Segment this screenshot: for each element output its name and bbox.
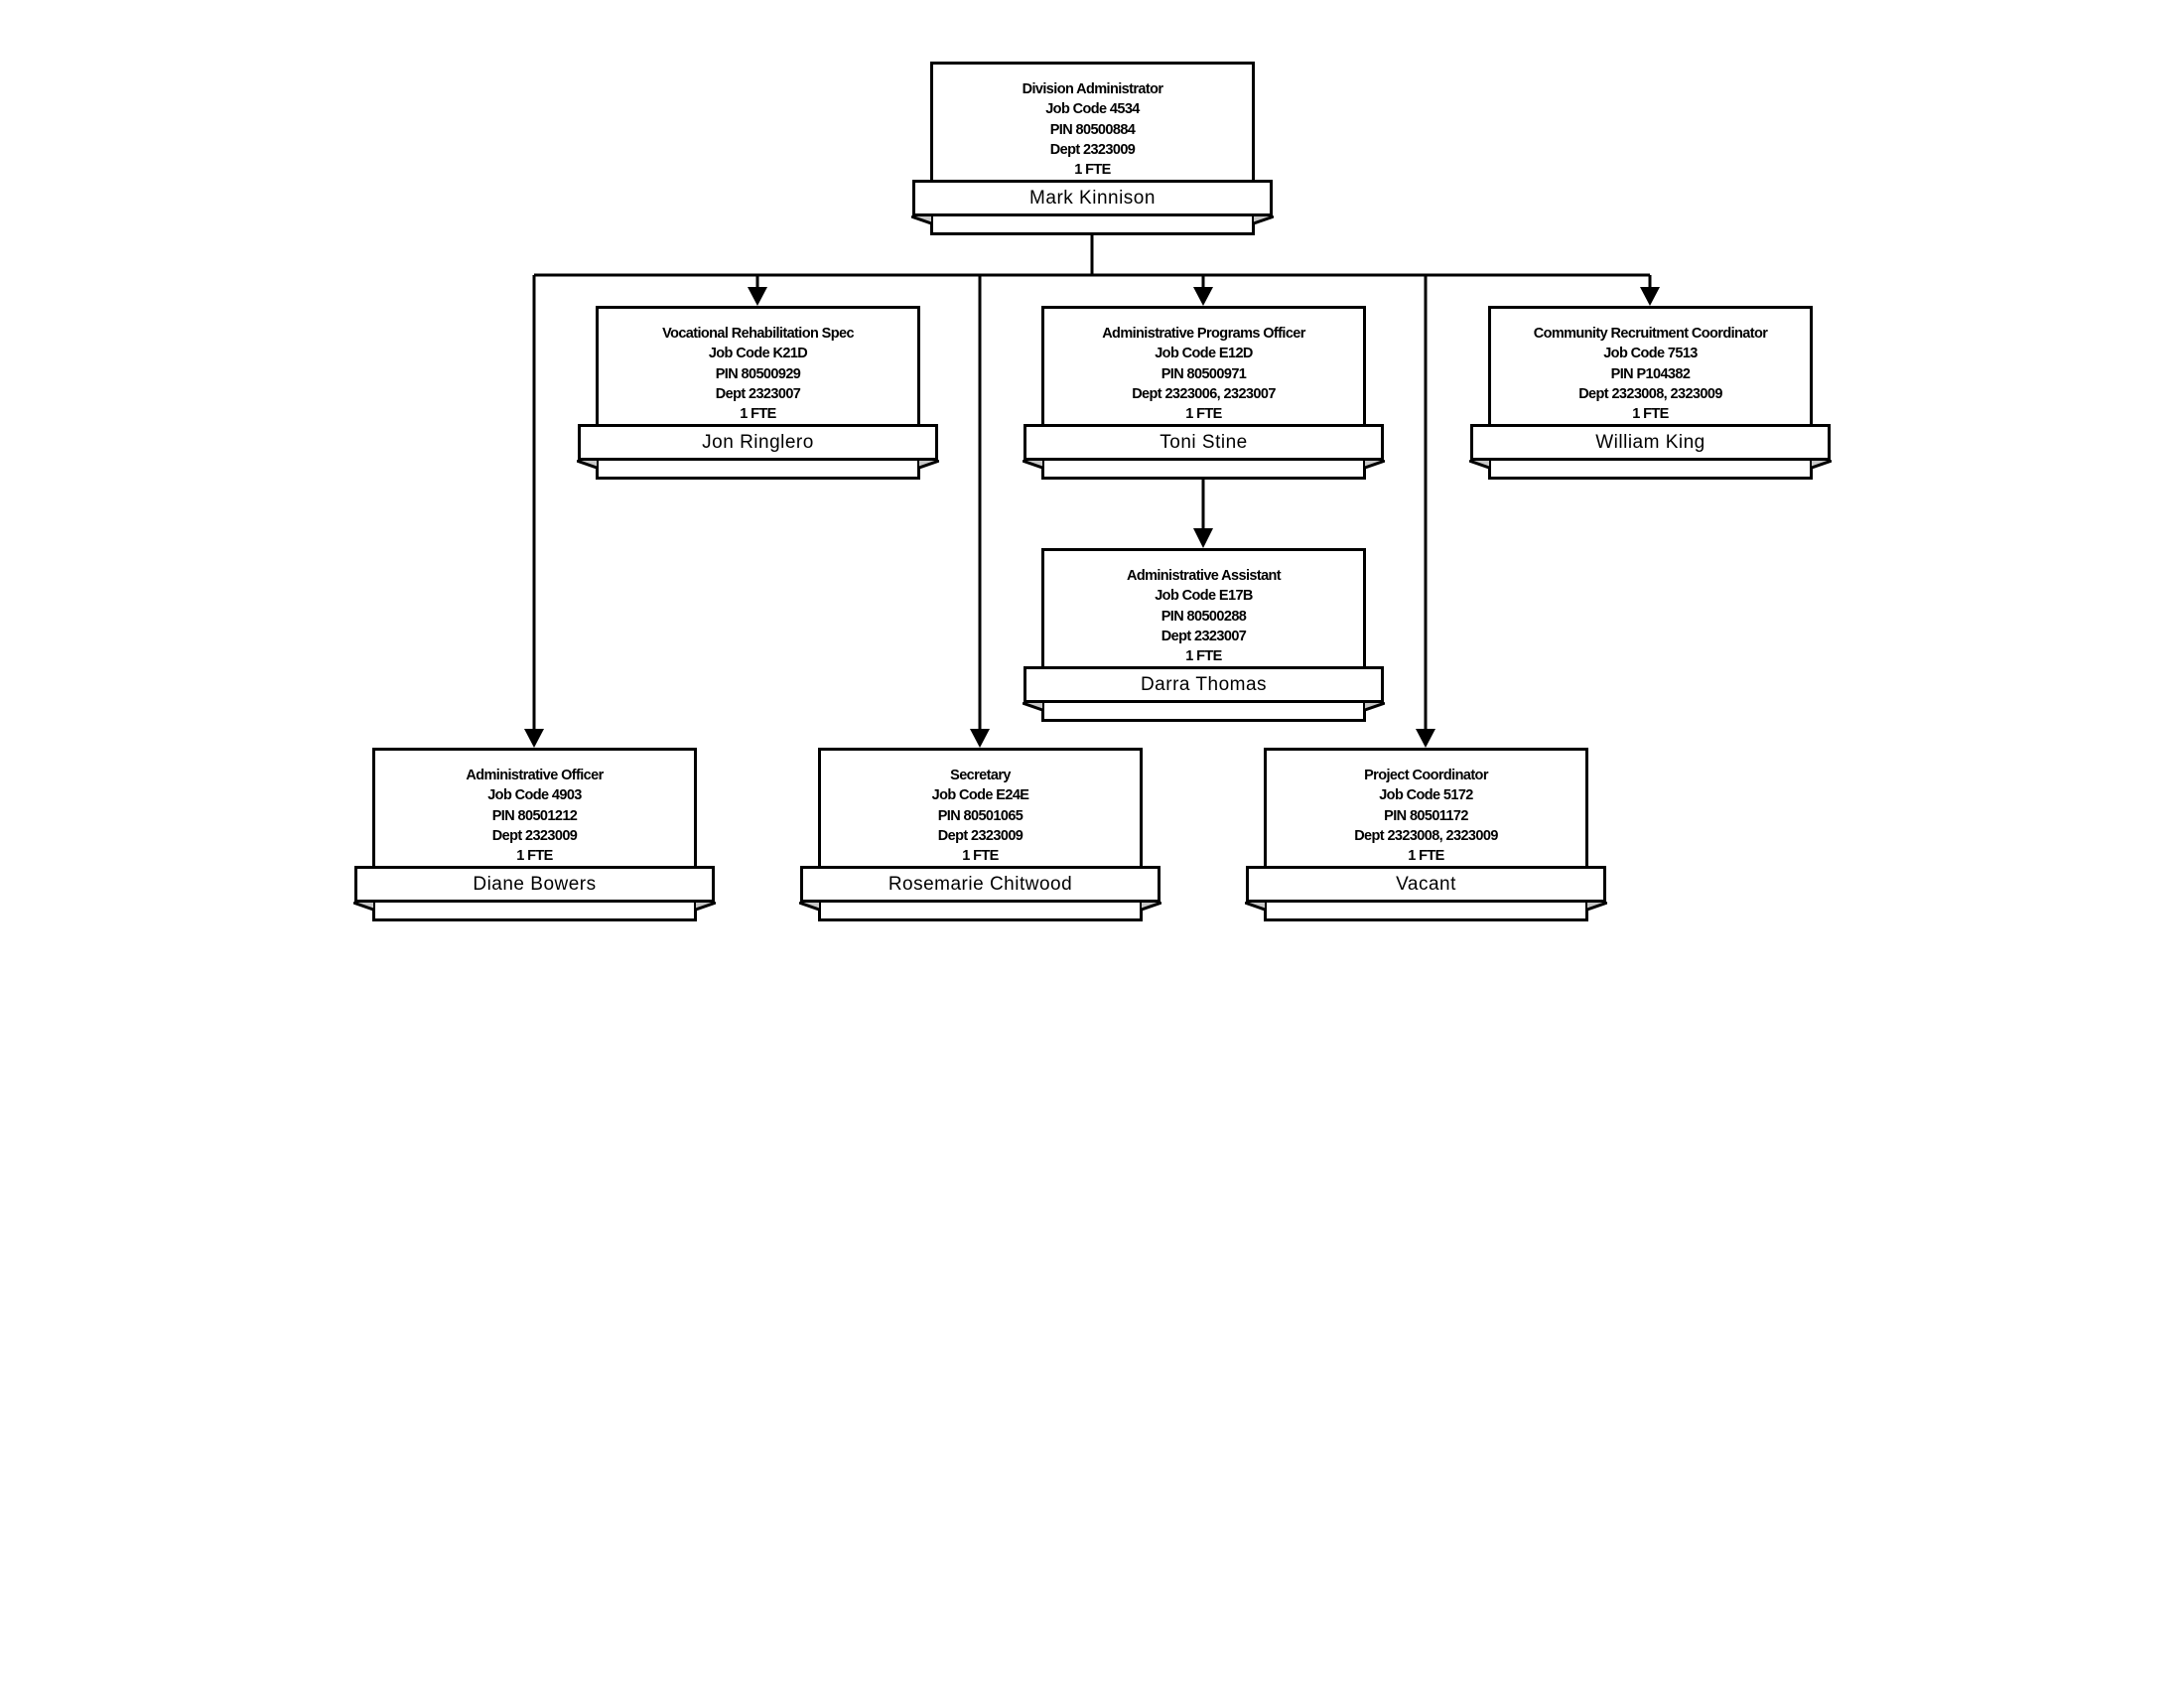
employee-name: Toni Stine — [1024, 424, 1384, 461]
bevel-left-icon — [1023, 702, 1042, 712]
dept: Dept 2323007 — [715, 385, 801, 402]
arrowhead-icon — [970, 729, 990, 748]
org-node-administrative-assistant[interactable]: Administrative Assistant Job Code E17B P… — [1023, 548, 1385, 722]
pin: PIN 80501172 — [1384, 807, 1468, 824]
pin: PIN 80500971 — [1160, 365, 1247, 382]
employee-name: Jon Ringlero — [578, 424, 938, 461]
position-info: Community Recruitment Coordinator Job Co… — [1488, 324, 1813, 424]
bevel-right-icon — [919, 460, 939, 470]
job-code: Job Code E12D — [1155, 346, 1253, 362]
position-title: Administrative Officer — [466, 768, 604, 783]
org-node-secretary[interactable]: Secretary Job Code E24E PIN 80501065 Dep… — [799, 748, 1161, 921]
org-node-community-recruitment-coordinator[interactable]: Community Recruitment Coordinator Job Co… — [1469, 306, 1832, 480]
position-title: Division Administrator — [1022, 81, 1163, 97]
pin: PIN 80500884 — [1049, 121, 1136, 138]
pin: PIN 80500288 — [1160, 608, 1247, 625]
position-title: Administrative Assistant — [1126, 568, 1282, 584]
job-code: Job Code K21D — [708, 346, 808, 362]
org-node-vocational-rehabilitation-spec[interactable]: Vocational Rehabilitation Spec Job Code … — [577, 306, 939, 480]
bevel-right-icon — [1254, 215, 1274, 225]
bevel-left-icon — [353, 902, 373, 912]
job-code: Job Code 5172 — [1379, 787, 1473, 804]
employee-name: Mark Kinnison — [912, 180, 1273, 216]
employee-name: William King — [1470, 424, 1831, 461]
employee-name: Darra Thomas — [1024, 666, 1384, 703]
position-info: Administrative Assistant Job Code E17B P… — [1041, 566, 1366, 666]
job-code: Job Code E17B — [1155, 588, 1253, 605]
fte: 1 FTE — [1632, 406, 1669, 423]
job-code: Job Code 7513 — [1603, 346, 1698, 362]
arrowhead-icon — [1193, 287, 1213, 306]
pin: PIN 80501212 — [491, 807, 578, 824]
bevel-right-icon — [1142, 902, 1161, 912]
org-node-administrative-programs-officer[interactable]: Administrative Programs Officer Job Code… — [1023, 306, 1385, 480]
org-node-project-coordinator[interactable]: Project Coordinator Job Code 5172 PIN 80… — [1245, 748, 1607, 921]
position-info: Project Coordinator Job Code 5172 PIN 80… — [1264, 766, 1588, 866]
arrowhead-icon — [524, 729, 544, 748]
arrowhead-icon — [1193, 528, 1213, 548]
position-info: Vocational Rehabilitation Spec Job Code … — [596, 324, 920, 424]
bevel-left-icon — [1469, 460, 1489, 470]
dept: Dept 2323009 — [1049, 141, 1136, 158]
arrowhead-icon — [1416, 729, 1435, 748]
dept: Dept 2323006, 2323007 — [1132, 385, 1276, 402]
position-info: Division Administrator Job Code 4534 PIN… — [930, 79, 1255, 180]
arrowheads — [524, 287, 1660, 748]
connector-paths — [532, 235, 1652, 732]
bevel-left-icon — [911, 215, 931, 225]
bevel-right-icon — [1365, 460, 1385, 470]
position-title: Administrative Programs Officer — [1102, 326, 1305, 342]
employee-name: Vacant — [1246, 866, 1606, 903]
org-node-division-administrator[interactable]: Division Administrator Job Code 4534 PIN… — [911, 62, 1274, 235]
position-info: Secretary Job Code E24E PIN 80501065 Dep… — [818, 766, 1143, 866]
pin: PIN 80501065 — [937, 807, 1024, 824]
dept: Dept 2323009 — [937, 827, 1024, 844]
dept: Dept 2323009 — [491, 827, 578, 844]
position-title: Vocational Rehabilitation Spec — [662, 326, 854, 342]
position-title: Community Recruitment Coordinator — [1533, 326, 1768, 342]
dept: Dept 2323008, 2323009 — [1354, 827, 1498, 844]
position-info: Administrative Programs Officer Job Code… — [1041, 324, 1366, 424]
arrowhead-icon — [1640, 287, 1660, 306]
fte: 1 FTE — [1185, 406, 1222, 423]
fte: 1 FTE — [1074, 162, 1111, 179]
fte: 1 FTE — [962, 848, 999, 865]
arrowhead-icon — [748, 287, 767, 306]
bevel-right-icon — [1587, 902, 1607, 912]
job-code: Job Code E24E — [931, 787, 1029, 804]
bevel-right-icon — [1365, 702, 1385, 712]
position-title: Secretary — [950, 768, 1011, 783]
job-code: Job Code 4903 — [487, 787, 582, 804]
bevel-left-icon — [1023, 460, 1042, 470]
position-info: Administrative Officer Job Code 4903 PIN… — [372, 766, 697, 866]
dept: Dept 2323008, 2323009 — [1578, 385, 1722, 402]
fte: 1 FTE — [516, 848, 553, 865]
employee-name: Diane Bowers — [354, 866, 715, 903]
bevel-right-icon — [1812, 460, 1832, 470]
pin: PIN 80500929 — [715, 365, 801, 382]
bevel-left-icon — [1245, 902, 1265, 912]
employee-name: Rosemarie Chitwood — [800, 866, 1160, 903]
fte: 1 FTE — [1408, 848, 1444, 865]
pin: PIN P104382 — [1610, 365, 1691, 382]
bevel-left-icon — [799, 902, 819, 912]
dept: Dept 2323007 — [1160, 628, 1247, 644]
bevel-right-icon — [696, 902, 716, 912]
bevel-left-icon — [577, 460, 597, 470]
org-node-administrative-officer[interactable]: Administrative Officer Job Code 4903 PIN… — [353, 748, 716, 921]
fte: 1 FTE — [1185, 648, 1222, 665]
fte: 1 FTE — [740, 406, 776, 423]
job-code: Job Code 4534 — [1045, 101, 1140, 118]
position-title: Project Coordinator — [1364, 768, 1488, 783]
